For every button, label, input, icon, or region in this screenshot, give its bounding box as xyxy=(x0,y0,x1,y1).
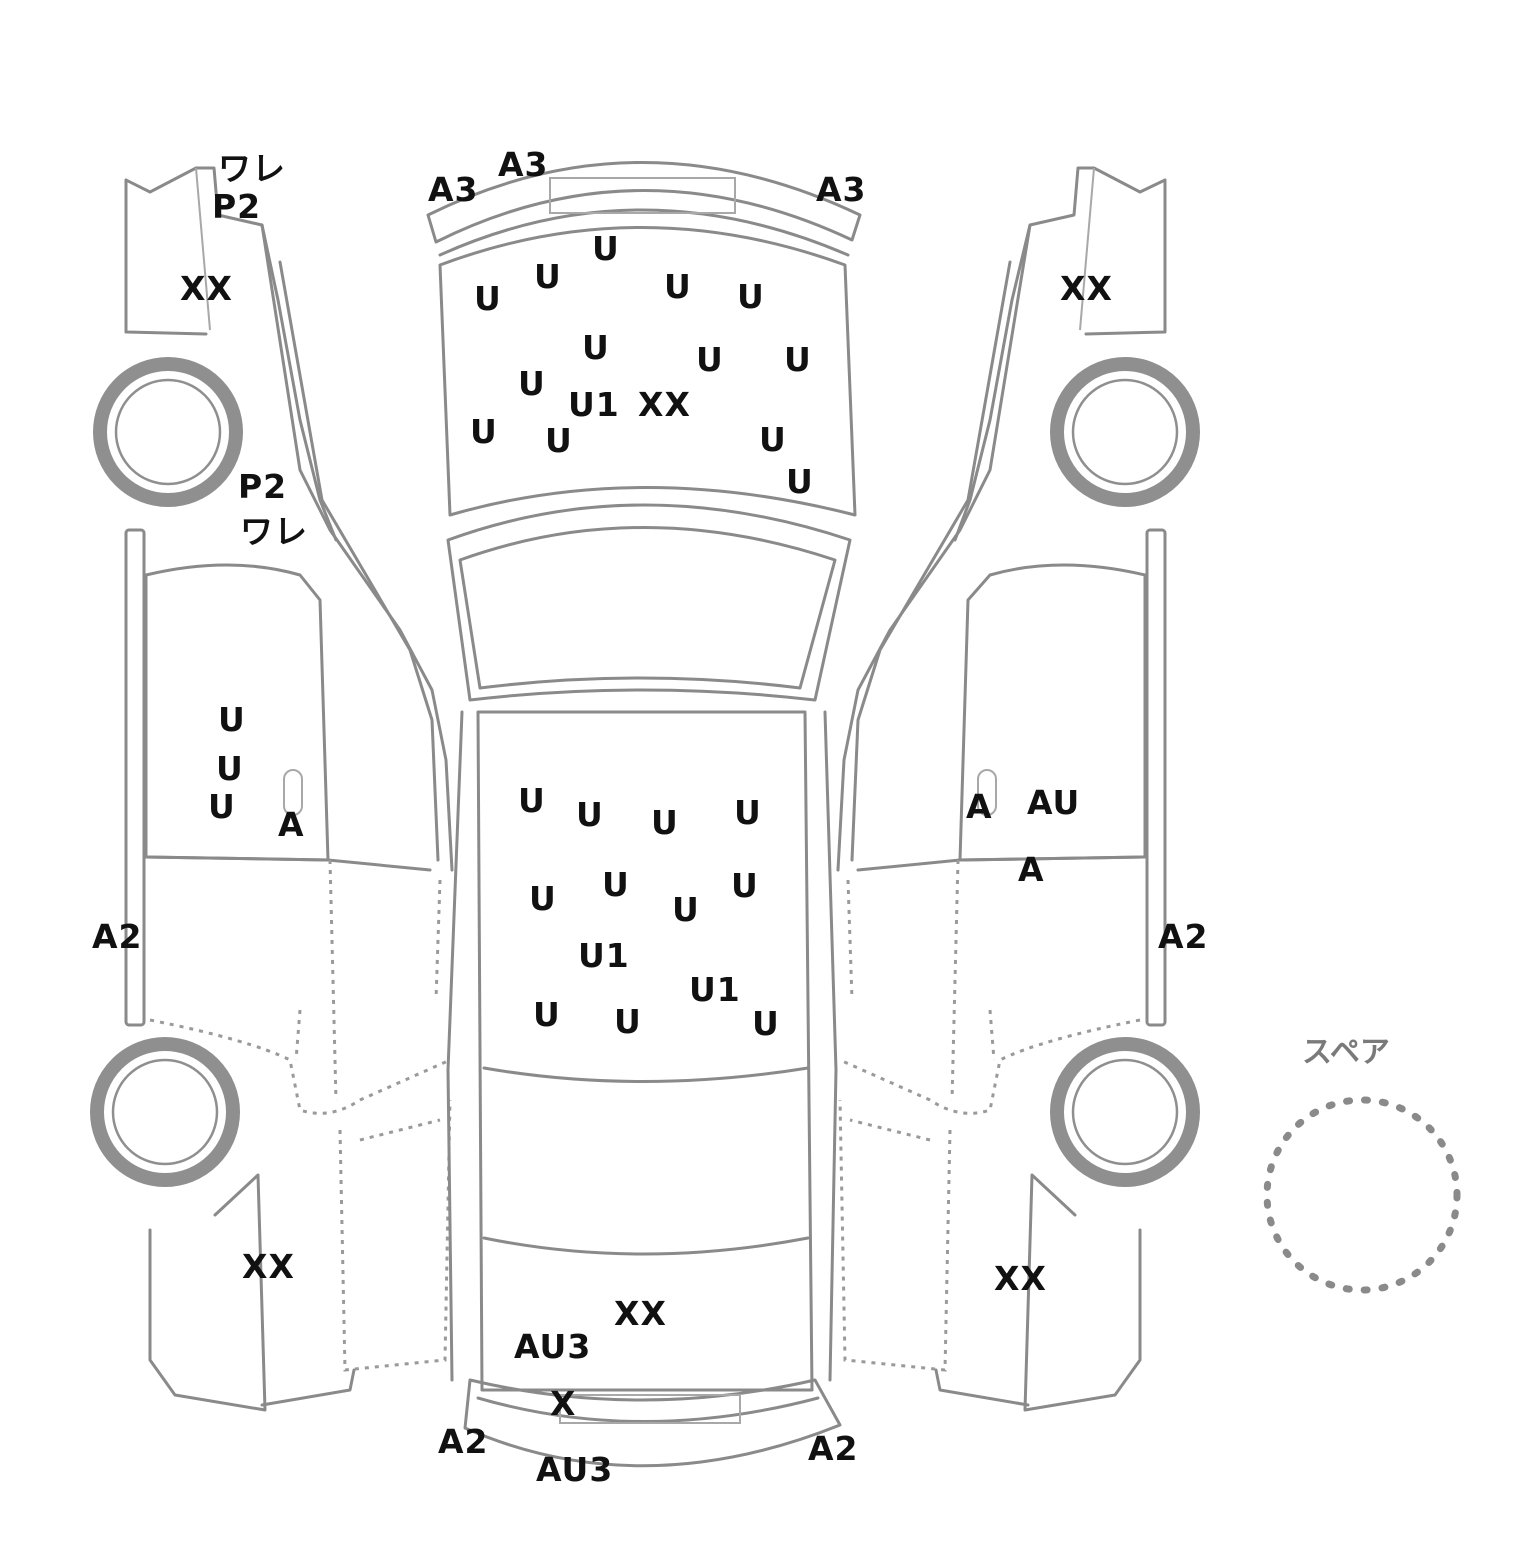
damage-mark: U xyxy=(208,787,236,826)
damage-mark: U xyxy=(545,421,573,460)
damage-mark: U xyxy=(582,328,610,367)
left-door-handle xyxy=(283,769,303,816)
damage-mark: U xyxy=(786,462,814,501)
windshield xyxy=(446,503,852,702)
left-rocker xyxy=(124,528,146,1027)
spare-tire-label: スペア xyxy=(1302,1035,1390,1070)
damage-mark: A2 xyxy=(92,917,143,956)
damage-mark: AU xyxy=(1027,783,1081,822)
left-rear-tire xyxy=(90,1037,240,1187)
damage-mark: XX xyxy=(1060,269,1113,308)
rear-bumper xyxy=(463,1378,842,1468)
damage-mark: U xyxy=(602,865,630,904)
damage-mark: A3 xyxy=(498,145,549,184)
right-rear-tire xyxy=(1050,1037,1200,1187)
left-rear-door xyxy=(144,855,432,872)
right-rear-door xyxy=(856,855,1147,872)
left-side-view xyxy=(90,166,454,1412)
damage-mark: AU3 xyxy=(514,1327,592,1366)
roof xyxy=(476,710,814,1392)
damage-mark: U xyxy=(218,700,246,739)
right-rear-quarter xyxy=(1023,1173,1142,1412)
damage-mark: XX xyxy=(638,385,691,424)
damage-mark: U xyxy=(592,229,620,268)
right-front-fender xyxy=(953,166,1167,542)
damage-mark: A xyxy=(966,787,993,826)
damage-mark: U xyxy=(518,364,546,403)
damage-mark: A2 xyxy=(808,1429,859,1468)
left-rear-quarter xyxy=(148,1173,267,1412)
damage-mark: U xyxy=(216,749,244,788)
damage-mark: P2 xyxy=(238,467,288,506)
left-front-fender xyxy=(124,166,338,542)
damage-mark: U xyxy=(672,890,700,929)
damage-mark: A3 xyxy=(816,170,867,209)
damage-mark: U xyxy=(651,803,679,842)
damage-mark: U xyxy=(534,257,562,296)
damage-mark: U xyxy=(664,267,692,306)
damage-mark: P2 xyxy=(212,187,262,226)
damage-mark: U xyxy=(696,340,724,379)
front-bumper xyxy=(426,161,862,244)
damage-mark: U xyxy=(518,781,546,820)
damage-mark: U1 xyxy=(568,385,620,424)
damage-mark: U xyxy=(759,420,787,459)
damage-mark: U xyxy=(470,412,498,451)
damage-mark: A2 xyxy=(438,1422,489,1461)
right-door-handle xyxy=(977,769,997,816)
damage-mark: U xyxy=(784,340,812,379)
left-front-tire xyxy=(93,357,243,507)
right-side-view xyxy=(836,166,1200,1412)
damage-mark: XX xyxy=(614,1294,667,1333)
right-front-door xyxy=(958,563,1147,862)
damage-mark: ワレ xyxy=(240,512,308,551)
damage-mark: XX xyxy=(242,1247,295,1286)
spare-tire xyxy=(1263,1096,1461,1294)
damage-mark: XX xyxy=(180,269,233,308)
right-front-tire xyxy=(1050,357,1200,507)
damage-mark: U xyxy=(752,1004,780,1043)
damage-mark: U xyxy=(731,866,759,905)
top-view xyxy=(426,161,862,1468)
rear-window-line xyxy=(482,1066,810,1083)
damage-mark: X xyxy=(550,1384,577,1423)
damage-mark: U xyxy=(576,795,604,834)
damage-mark: ワレ xyxy=(218,149,286,188)
damage-mark: A xyxy=(1018,850,1045,889)
damage-mark: AU3 xyxy=(536,1450,614,1489)
damage-mark: U xyxy=(614,1002,642,1041)
damage-mark: XX xyxy=(994,1259,1047,1298)
damage-mark: U xyxy=(529,879,557,918)
damage-mark: U1 xyxy=(578,936,630,975)
trunk-line xyxy=(482,1236,810,1256)
damage-mark: U xyxy=(734,793,762,832)
damage-mark: A2 xyxy=(1158,917,1209,956)
hood xyxy=(438,226,857,517)
right-rocker xyxy=(1145,528,1167,1027)
damage-mark: A xyxy=(278,805,305,844)
damage-mark: U xyxy=(474,279,502,318)
damage-mark: U xyxy=(533,995,561,1034)
right-a-pillar xyxy=(836,223,1032,872)
damage-mark: U1 xyxy=(689,970,741,1009)
left-front-door xyxy=(144,563,330,862)
damage-mark: A3 xyxy=(428,170,479,209)
damage-mark: U xyxy=(737,277,765,316)
